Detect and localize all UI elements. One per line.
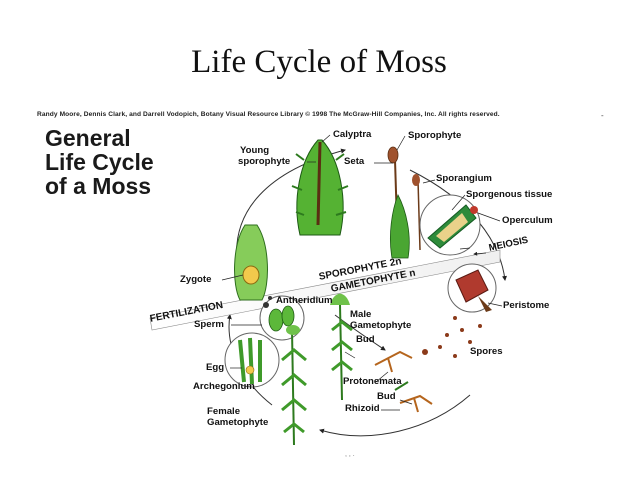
- page-marker: , , .: [345, 451, 355, 458]
- cycle-arrow-bottom-right: [319, 394, 471, 437]
- protonemata-illustration: [374, 350, 433, 413]
- label-sporophyte: Sporophyte: [408, 130, 462, 141]
- label-young-sporophyte-1: Young: [240, 145, 270, 156]
- male-gametophyte-illustration: [330, 293, 353, 401]
- heading-line-2: Life Cycle: [45, 149, 154, 175]
- label-young-sporophyte-2: sporophyte: [238, 156, 291, 167]
- label-peristome: Peristome: [503, 300, 550, 311]
- label-calyptra: Calyptra: [333, 129, 372, 140]
- label-female-gametophyte-2: Gametophyte: [207, 417, 269, 428]
- label-spores: Spores: [470, 346, 503, 357]
- label-seta: Seta: [344, 156, 365, 167]
- label-bud-upper: Bud: [356, 334, 375, 345]
- female-gametophyte-illustration: [281, 325, 307, 446]
- slide-title: Life Cycle of Moss: [191, 44, 447, 80]
- sporangium-section-illustration: [419, 194, 481, 256]
- label-zygote: Zygote: [180, 274, 212, 285]
- label-rhizoid: Rhizoid: [345, 403, 380, 414]
- label-antheridium: Antheridium: [276, 295, 333, 306]
- label-sporogenous-tissue: Sporgenous tissue: [466, 189, 553, 200]
- sporophyte-plant-illustration: [387, 146, 421, 259]
- label-sporangium: Sporangium: [436, 173, 492, 184]
- label-protonemata: Protonemata: [343, 376, 402, 387]
- label-egg: Egg: [206, 362, 225, 373]
- label-sperm: Sperm: [194, 319, 224, 330]
- peristome-illustration: [447, 263, 497, 313]
- label-male-gametophyte-2: Gametophyte: [350, 320, 412, 331]
- meiosis-arrow: [473, 251, 487, 256]
- label-leader-lines: [221, 134, 503, 411]
- copyright-credit: Randy Moore, Dennis Clark, and Darrell V…: [37, 111, 500, 118]
- generation-divider: [149, 249, 501, 331]
- label-operculum: Operculum: [502, 215, 553, 226]
- label-archegonium: Archegonium: [193, 381, 255, 392]
- label-bud-lower: Bud: [377, 391, 396, 402]
- spores-illustration: [422, 316, 482, 358]
- label-male-gametophyte-1: Male: [350, 309, 372, 320]
- credit-dash: -: [601, 111, 604, 120]
- young-sporophyte-illustration: [291, 139, 349, 236]
- archegonium-illustration: [224, 332, 280, 388]
- diagram-heading: General Life Cycle of a Moss: [45, 126, 154, 198]
- heading-line-3: of a Moss: [45, 173, 152, 199]
- heading-line-1: General: [45, 125, 131, 151]
- zygote-illustration: [234, 224, 268, 301]
- label-female-gametophyte-1: Female: [207, 406, 241, 417]
